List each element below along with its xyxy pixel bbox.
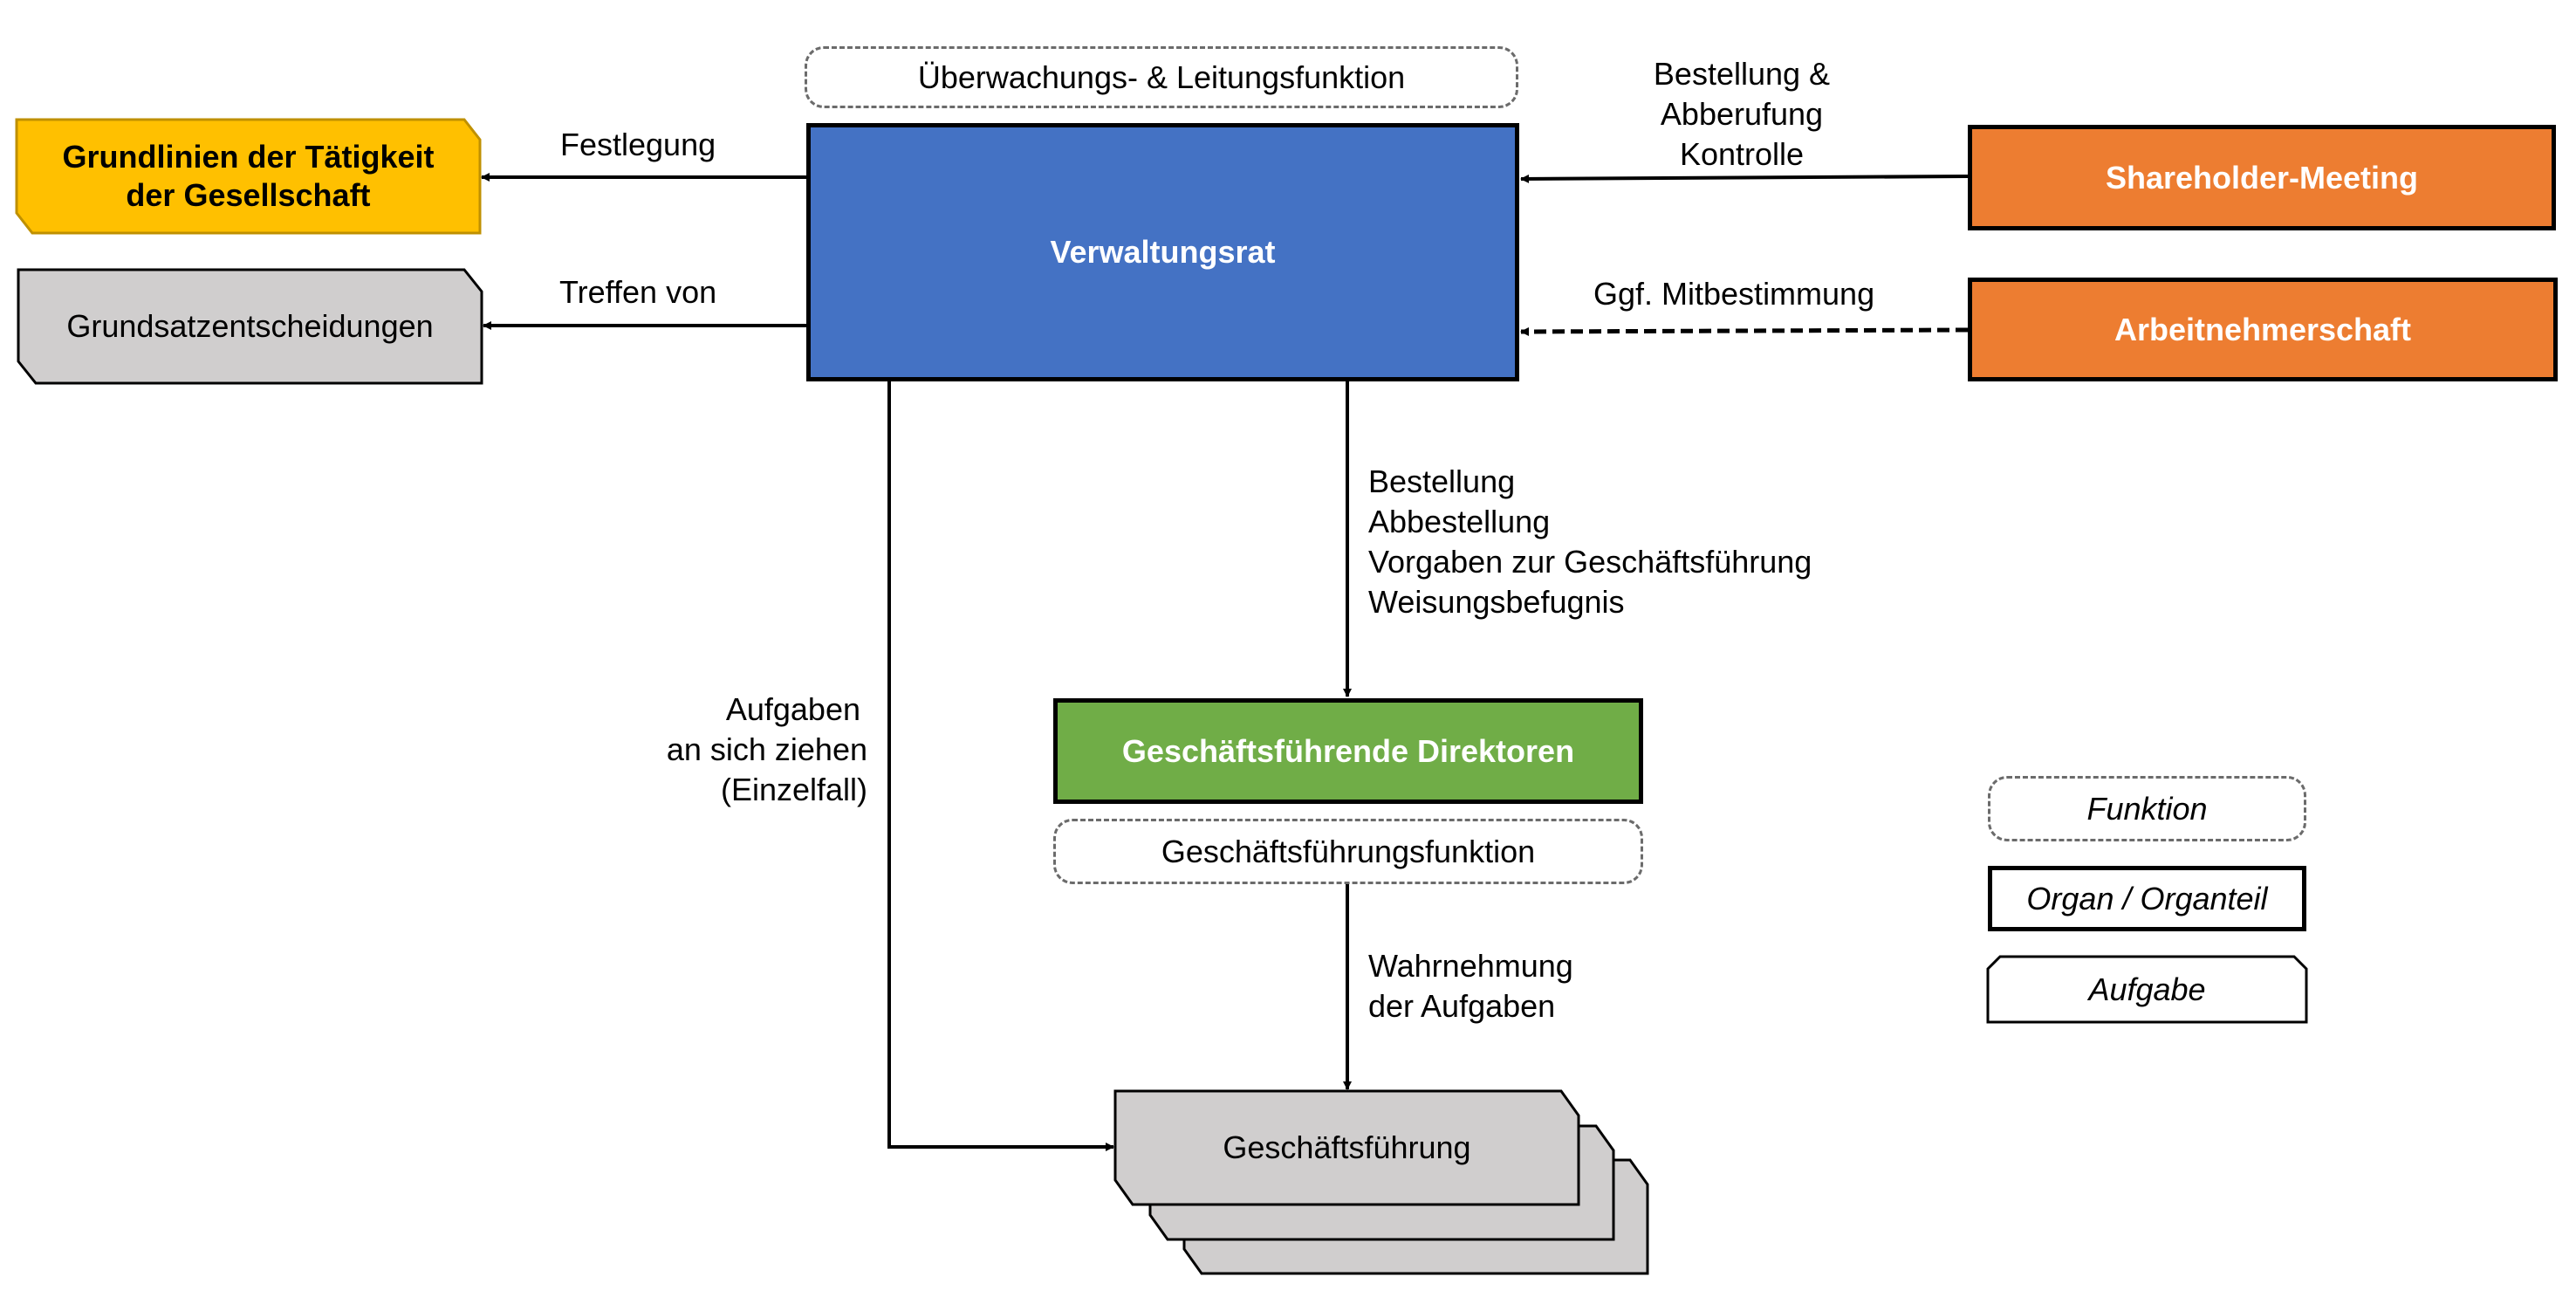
edge-label-aufgaben: Aufgaben an sich ziehen (Einzelfall) bbox=[606, 690, 867, 810]
legend-organ-label: Organ / Organteil bbox=[2026, 880, 2268, 916]
legend-aufgabe-label: Aufgabe bbox=[2088, 971, 2206, 1007]
task-grundlinien: Grundlinien der Tätigkeit der Gesellscha… bbox=[17, 120, 480, 233]
aufgaben-edge-line-1: Aufgaben bbox=[725, 691, 860, 727]
shareholder-label: Shareholder-Meeting bbox=[2105, 159, 2419, 196]
task-shape-grundsatz bbox=[17, 268, 483, 385]
function-gf-label: Geschäftsführungsfunktion bbox=[1161, 833, 1536, 869]
arrow-aufgaben bbox=[887, 381, 1114, 1151]
legend-funktion: Funktion bbox=[1988, 776, 2306, 841]
edge-label-wahrnehmung: Wahrnehmung der Aufgaben bbox=[1368, 946, 1573, 1026]
task-shape-grundlinien bbox=[15, 118, 482, 235]
arrow-shareholder bbox=[1520, 174, 1969, 183]
edge-label-festlegung: Festlegung bbox=[560, 127, 716, 162]
direktoren-edge-line-1: Bestellung bbox=[1368, 463, 1516, 499]
edge-label-mitbestimmung: Ggf. Mitbestimmung bbox=[1593, 276, 1875, 312]
direktoren-edge-line-3: Vorgaben zur Geschäftsführung bbox=[1368, 544, 1812, 580]
direktoren-label: Geschäftsführende Direktoren bbox=[1121, 732, 1575, 769]
shareholder-edge-line-2: Abberufung bbox=[1660, 96, 1824, 132]
shareholder-edge-line-3: Kontrolle bbox=[1679, 136, 1805, 172]
wahrnehmung-edge-line-2: der Aufgaben bbox=[1368, 988, 1556, 1024]
task-grundsatzentscheidungen: Grundsatzentscheidungen bbox=[18, 270, 482, 383]
direktoren-edge-line-4: Weisungsbefugnis bbox=[1368, 584, 1625, 620]
aufgaben-edge-line-3: (Einzelfall) bbox=[720, 772, 867, 807]
legend-aufgabe: Aufgabe bbox=[1988, 957, 2306, 1022]
task-geschaeftsfuehrung: Geschäftsführung bbox=[1115, 1091, 1579, 1205]
function-ueberwachung-label: Überwachungs- & Leitungsfunktion bbox=[917, 58, 1406, 95]
wahrnehmung-edge-line-1: Wahrnehmung bbox=[1368, 948, 1573, 984]
edge-label-direktoren: Bestellung Abbestellung Vorgaben zur Ges… bbox=[1368, 462, 1812, 622]
edge-label-treffen: Treffen von bbox=[559, 274, 717, 310]
arbeitnehmer-label: Arbeitnehmerschaft bbox=[2114, 311, 2412, 347]
grundlinien-line-2: der Gesellschaft bbox=[126, 177, 371, 213]
legend-organ: Organ / Organteil bbox=[1988, 866, 2306, 931]
organ-geschaeftsfuehrende-direktoren: Geschäftsführende Direktoren bbox=[1053, 698, 1643, 804]
direktoren-edge-line-2: Abbestellung bbox=[1368, 504, 1551, 539]
grundsatz-label: Grundsatzentscheidungen bbox=[66, 308, 434, 345]
organ-shareholder-meeting: Shareholder-Meeting bbox=[1968, 125, 2556, 230]
function-geschaeftsfuehrung: Geschäftsführungsfunktion bbox=[1053, 819, 1643, 884]
edge-label-shareholder: Bestellung & Abberufung Kontrolle bbox=[1611, 54, 1873, 175]
verwaltungsrat-label: Verwaltungsrat bbox=[1050, 234, 1276, 271]
function-ueberwachung-leitung: Überwachungs- & Leitungsfunktion bbox=[805, 46, 1518, 108]
aufgaben-edge-line-2: an sich ziehen bbox=[666, 731, 867, 767]
organ-verwaltungsrat: Verwaltungsrat bbox=[806, 123, 1519, 381]
legend-task-shape bbox=[1986, 955, 2308, 1024]
grundlinien-line-1: Grundlinien der Tätigkeit bbox=[62, 139, 435, 175]
geschaeftsfuehrung-label: Geschäftsführung bbox=[1223, 1129, 1471, 1166]
legend-funktion-label: Funktion bbox=[2086, 790, 2208, 827]
arrow-mitbestimmung bbox=[1520, 326, 1969, 336]
shareholder-edge-line-1: Bestellung & bbox=[1653, 56, 1831, 92]
organ-arbeitnehmerschaft: Arbeitnehmerschaft bbox=[1968, 278, 2558, 381]
task-shape-gf-front bbox=[1113, 1089, 1580, 1206]
